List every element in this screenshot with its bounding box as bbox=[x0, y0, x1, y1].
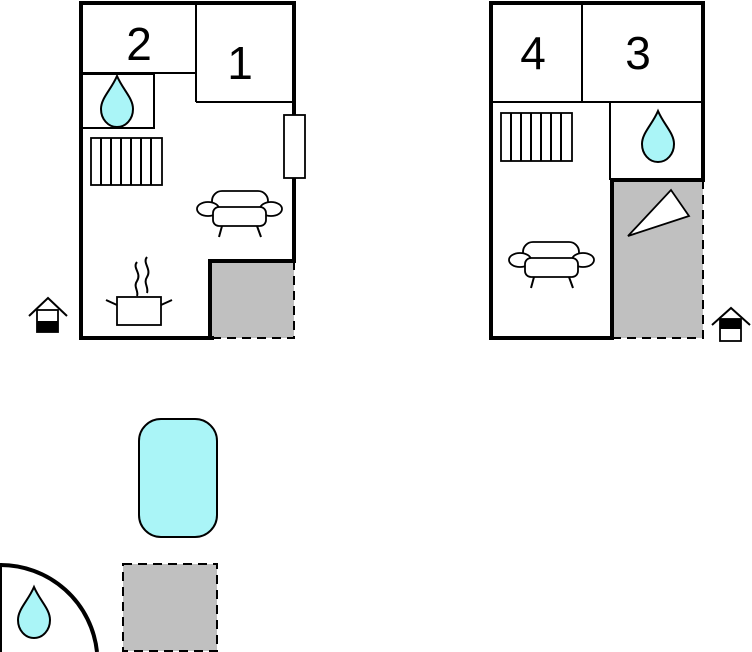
terrace-a bbox=[210, 261, 294, 338]
fireplace-icon bbox=[627, 188, 691, 237]
pool-icon bbox=[138, 418, 218, 538]
radiator-icon bbox=[500, 112, 573, 162]
terrace-b-border bbox=[612, 180, 704, 339]
house-b: 4 3 bbox=[489, 1, 751, 342]
entrance-icon bbox=[711, 306, 751, 342]
cooking-pot-icon bbox=[105, 256, 173, 326]
radiator-icon bbox=[90, 137, 163, 186]
drop-icon bbox=[16, 584, 52, 640]
bathroom-a bbox=[81, 73, 155, 129]
window-icon bbox=[283, 114, 306, 179]
terrace-a-border bbox=[212, 261, 295, 339]
sofa-icon bbox=[508, 241, 595, 289]
house-a: 2 1 bbox=[28, 1, 306, 340]
entrance-icon bbox=[28, 296, 68, 333]
drop-icon bbox=[640, 108, 676, 164]
room-number-3: 3 bbox=[625, 27, 651, 79]
room-number-1: 1 bbox=[227, 37, 253, 89]
drop-icon bbox=[99, 73, 135, 129]
room-number-2: 2 bbox=[126, 18, 152, 70]
room-number-4: 4 bbox=[520, 27, 546, 79]
outdoor-terrace bbox=[122, 563, 218, 652]
house-a-walls bbox=[79, 1, 296, 340]
spa-quarter-circle bbox=[0, 562, 99, 652]
sofa-icon bbox=[196, 190, 283, 238]
house-b-walls bbox=[489, 1, 705, 340]
outdoor-area bbox=[0, 418, 218, 652]
